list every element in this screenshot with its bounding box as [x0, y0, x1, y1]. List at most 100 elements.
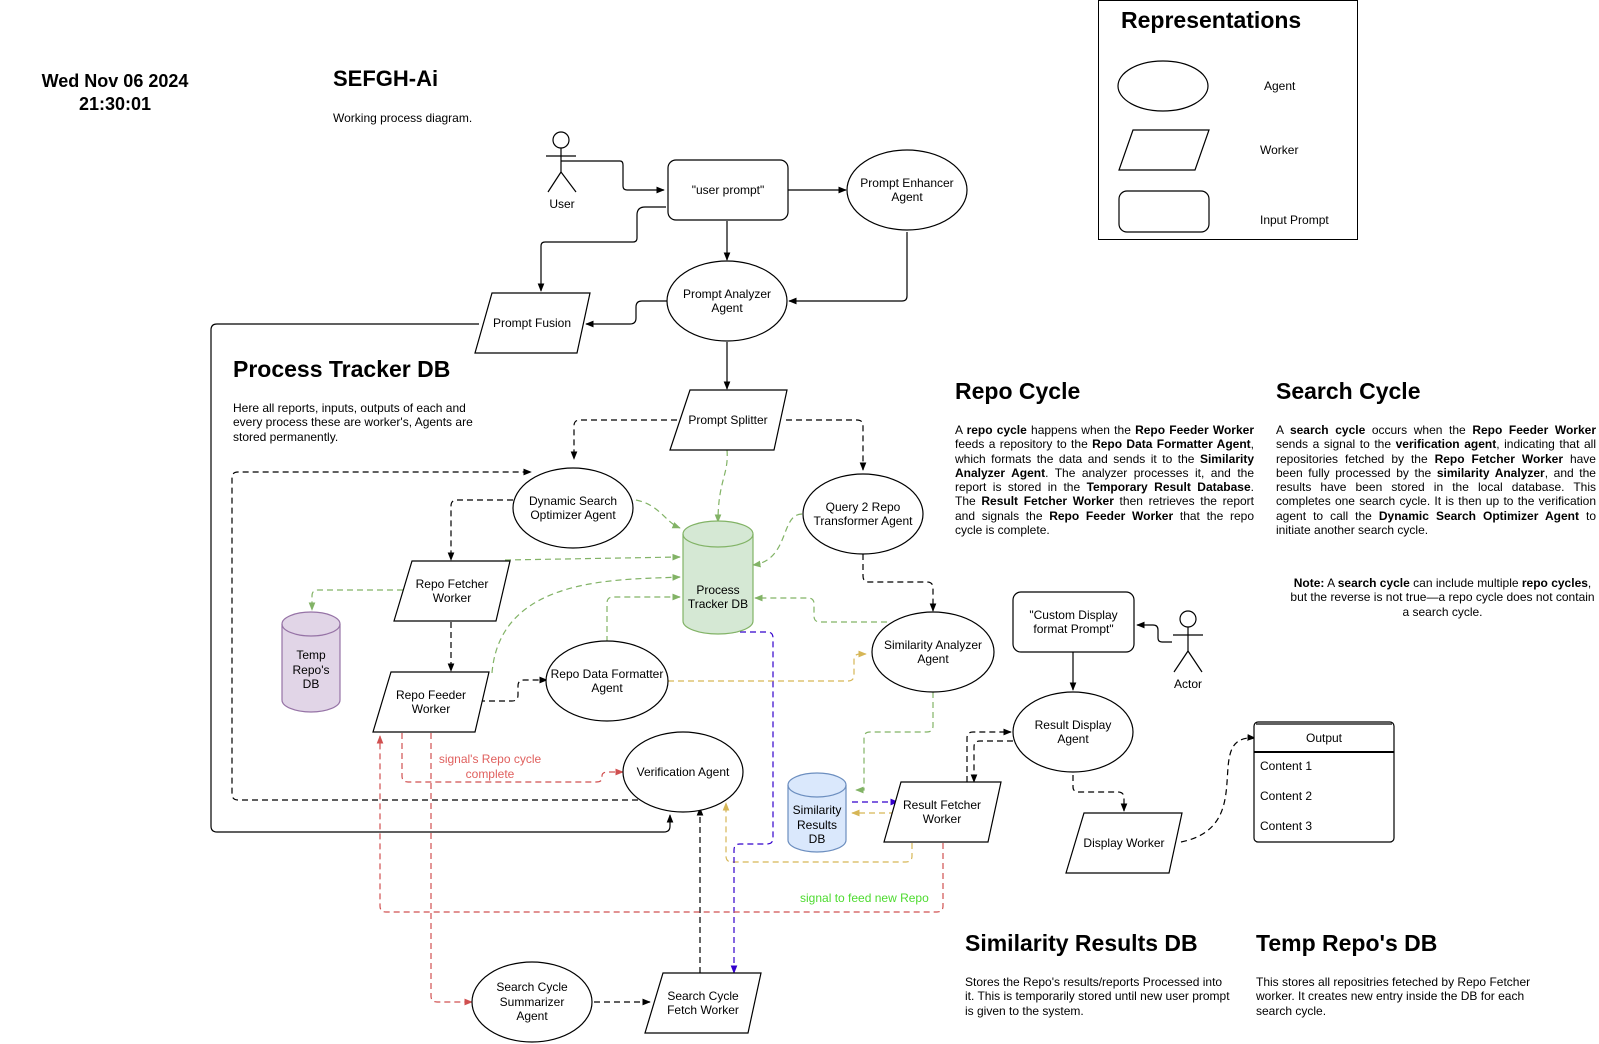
output-table-header: Output	[1305, 730, 1343, 745]
similarity-label: Similarity Analyzer Agent	[872, 612, 994, 692]
label-line: Prompt Enhancer	[860, 175, 954, 190]
edge-enhancer-to-analyzer	[788, 232, 908, 305]
edge-feeder-to-verification	[401, 733, 624, 783]
signal-feed-label: signal to feed new Repo	[800, 891, 929, 905]
process-tracker-title: Process Tracker DB	[233, 356, 451, 382]
label-line: Worker	[432, 591, 472, 605]
label-line: Search Cycle	[496, 980, 568, 995]
bold-term: Dynamic Search Optimizer Agent	[1378, 508, 1579, 523]
text-run: A	[1324, 576, 1338, 590]
date-line: Wed Nov 06 2024	[41, 71, 189, 91]
prompt-fusion-node	[474, 292, 591, 354]
page-subtitle: Working process diagram.	[333, 111, 473, 125]
bold-term: similarity Analyzer	[1436, 465, 1545, 480]
label-line: Optimizer Agent	[530, 508, 616, 522]
date-stamp: Wed Nov 06 2024 21:30:01	[20, 70, 210, 116]
desc-line: Stores the Repo's results/reports Proces…	[965, 975, 1223, 989]
desc-line: search cycle.	[1256, 1003, 1327, 1018]
edge-q2r-to-ptdb	[752, 513, 803, 568]
desc-line: This stores all repositries feteched by …	[1256, 975, 1531, 989]
label-line: Agent	[917, 652, 949, 666]
bold-term: Repo Data Formatter Agent	[1092, 437, 1251, 452]
label-line: DB	[808, 832, 826, 847]
edge-dw-to-output	[1180, 734, 1256, 843]
output-row: Content 2	[1260, 789, 1313, 803]
edge-sim-to-ptdb	[754, 594, 887, 623]
edge-dso-to-fetcher	[447, 499, 513, 561]
desc-line: it. This is temporarily stored until new…	[965, 989, 1230, 1004]
similarity-db-desc: Stores the Repo's results/reports Proces…	[965, 975, 1255, 1018]
edge-actor-to-custom	[1136, 621, 1172, 643]
bold-term: search cycle	[1289, 423, 1366, 437]
label-line: Similarity	[792, 803, 842, 818]
desc-line: is given to the system.	[965, 1003, 1084, 1018]
temp-db-label: Temp Repo's DB	[282, 640, 340, 700]
edge-rfw-to-verification	[722, 802, 913, 863]
prompt-enhancer-label: Prompt Enhancer Agent	[847, 150, 967, 230]
label-line: Query 2 Repo	[825, 499, 901, 514]
edge-splitter-to-q2r	[786, 419, 867, 471]
edge-verification-to-dso	[231, 468, 668, 801]
user-prompt-node	[667, 159, 789, 221]
search-cycle-desc: A search cycle occurs when the Repo Feed…	[1276, 423, 1596, 537]
edge-analyzer-to-fusion	[585, 300, 667, 328]
label-line: Tracker DB	[687, 597, 749, 611]
bold-term: Note:	[1293, 576, 1325, 590]
prompt-splitter-label: Prompt Splitter	[688, 412, 768, 427]
scf-node	[644, 972, 762, 1034]
bold-term: Similarity Analyzer Agent	[955, 451, 1254, 480]
text-run: that the repo cycle is complete.	[955, 508, 1255, 538]
label-line: Prompt Analyzer	[682, 286, 772, 301]
repo-feeder-node	[372, 671, 490, 733]
text-run: A	[955, 423, 967, 437]
text-run: , indicating that all repositories fetch…	[1276, 437, 1596, 466]
label-line: Agent	[711, 301, 743, 315]
bold-term: Repo Feeder Worker	[1472, 423, 1596, 437]
edge-user-to-prompt	[561, 160, 665, 194]
scs-label: Search Cycle Summarizer Agent	[472, 962, 592, 1042]
actor-label: Actor	[1173, 677, 1202, 692]
repo-cycle-desc: A repo cycle happens when the Repo Feede…	[955, 423, 1254, 537]
edge-rdf-to-sim	[668, 650, 867, 682]
label-line: Repo Data Formatter	[550, 666, 664, 681]
search-cycle-title: Search Cycle	[1276, 378, 1421, 404]
prompt-fusion-label: Prompt Fusion	[492, 315, 572, 330]
edge-rfw-to-display	[966, 728, 1012, 782]
result-display-node	[1012, 691, 1134, 773]
temp-db-title: Temp Repo's DB	[1256, 930, 1438, 956]
edge-feeder-to-scs	[430, 733, 473, 1006]
rdf-label: Repo Data Formatter Agent	[546, 641, 668, 721]
rdf-node	[545, 640, 669, 722]
edge-rfw-to-feeder	[376, 735, 944, 913]
dso-node	[512, 467, 634, 549]
edge-dso-to-ptdb	[635, 499, 681, 529]
q2r-node	[802, 473, 924, 555]
text-run: , but the reverse is not true—a repo cyc…	[1290, 576, 1595, 619]
display-worker-node	[1065, 812, 1183, 874]
label-line: Repo's	[292, 662, 330, 677]
repo-feeder-label: Repo Feeder Worker	[377, 672, 485, 732]
legend-box	[1098, 0, 1358, 240]
process-tracker-desc: Here all reports, inputs, outputs of eac…	[233, 401, 483, 444]
edge-fetcher-to-ptdb	[504, 553, 681, 561]
text-run: , which formats the data and sends it to…	[955, 437, 1254, 466]
signal-repo-cycle-label: signal's Repo cycle complete	[420, 752, 560, 782]
bold-term: Repo Fetcher Worker	[1434, 451, 1563, 466]
desc-line: stored permanently.	[233, 429, 339, 444]
custom-prompt-node	[1012, 591, 1135, 653]
bold-term: Repo Feeder Worker	[1049, 508, 1174, 523]
label-line: Agent	[591, 681, 623, 695]
similarity-node	[871, 611, 995, 693]
label-line: format Prompt"	[1033, 622, 1114, 636]
bold-term: Temporary Result Database	[1086, 480, 1251, 495]
bold-term: repo cycles	[1521, 576, 1588, 590]
repo-fetcher-label: Repo Fetcher Worker	[398, 561, 506, 621]
text-run: then retrieves the report and signals th…	[955, 494, 1254, 523]
user-prompt-label: "user prompt"	[691, 182, 765, 197]
label-line: Fetch Worker	[667, 1003, 739, 1017]
label-line: Results	[796, 817, 837, 832]
text-run: can include multiple	[1409, 576, 1522, 590]
prompt-enhancer-node	[846, 149, 968, 231]
desc-line: every process these are worker's, Agents…	[233, 415, 473, 430]
